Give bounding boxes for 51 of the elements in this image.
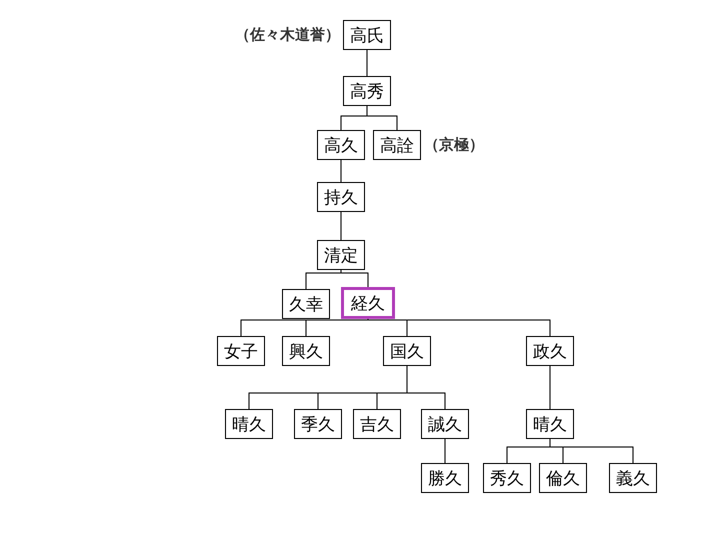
name-box <box>526 409 574 439</box>
person-name: 持久 <box>324 186 358 208</box>
person-name: 季久 <box>301 414 335 436</box>
connector-line <box>406 366 446 410</box>
name-box <box>317 240 365 270</box>
person-name: 政久 <box>533 340 567 362</box>
person-name: 久幸 <box>289 294 323 316</box>
name-box <box>421 409 469 439</box>
connector-line <box>366 106 398 130</box>
connector-line <box>340 212 342 240</box>
connector-line <box>306 270 342 290</box>
person-name: 経久 <box>351 292 385 314</box>
person-name: 高氏 <box>350 24 384 46</box>
person-name: 晴久 <box>232 414 266 436</box>
clan-note: （京極） <box>424 136 484 154</box>
person-name: 女子 <box>224 340 258 362</box>
name-box <box>343 76 391 106</box>
name-box <box>609 463 657 493</box>
person-name: 倫久 <box>546 468 580 490</box>
person-name: 興久 <box>289 340 323 362</box>
person-name: 勝久 <box>428 468 462 490</box>
person-name: 清定 <box>324 244 358 266</box>
name-box <box>353 409 401 439</box>
clan-note: （佐々木道誉） <box>235 26 340 44</box>
connector-line <box>340 270 368 288</box>
person-name: 高久 <box>324 134 358 156</box>
name-box <box>294 409 342 439</box>
name-box <box>282 336 330 366</box>
person-name: 秀久 <box>490 468 524 490</box>
name-box <box>421 463 469 493</box>
person-name: 吉久 <box>360 414 394 436</box>
name-box <box>341 287 395 319</box>
name-box <box>317 130 365 160</box>
name-box <box>282 289 330 319</box>
person-name: 高秀 <box>350 80 384 102</box>
connector-line <box>340 160 342 182</box>
person-name: 義久 <box>616 468 650 490</box>
connector-line <box>366 50 368 76</box>
connector-line <box>444 438 446 464</box>
person-name: 晴久 <box>533 414 567 436</box>
person-name: 国久 <box>390 340 424 362</box>
name-box <box>526 336 574 366</box>
person-name: 高詮 <box>380 134 414 156</box>
name-box <box>317 182 365 212</box>
name-box <box>383 336 431 366</box>
connector-line <box>550 438 634 464</box>
name-box <box>483 463 531 493</box>
name-box <box>539 463 587 493</box>
name-box <box>217 336 265 366</box>
person-name: 誠久 <box>428 414 462 436</box>
name-box <box>225 409 273 439</box>
